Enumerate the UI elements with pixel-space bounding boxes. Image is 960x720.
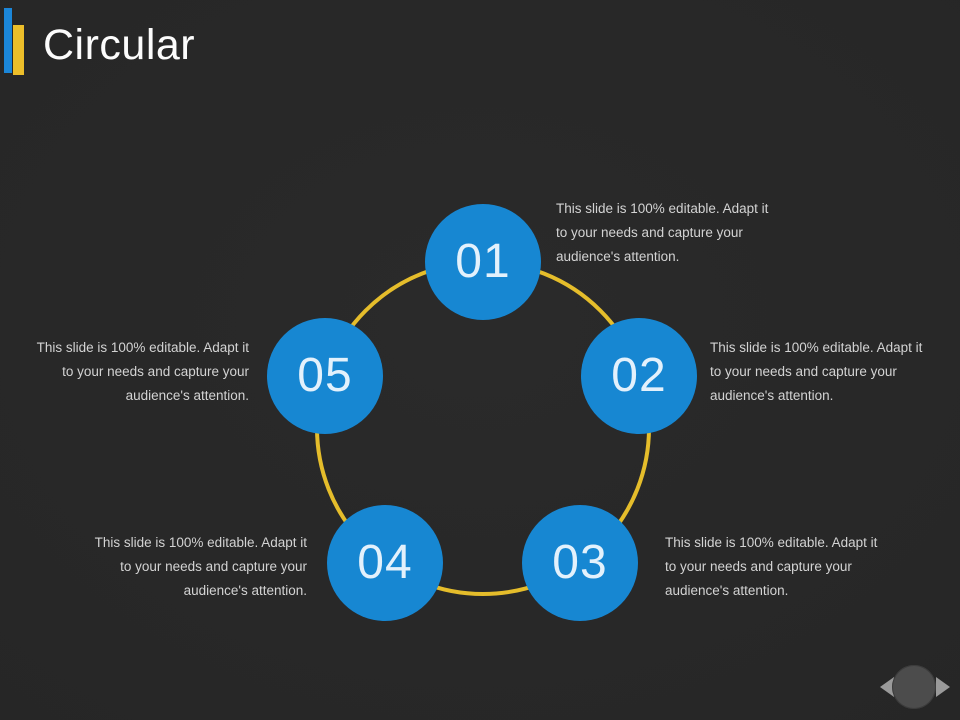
node-02-description: This slide is 100% editable. Adapt it to… [710,336,930,408]
description-line: This slide is 100% editable. Adapt it [94,535,307,550]
description-line: to your needs and capture your [62,364,249,379]
nav-circle-button[interactable] [892,665,936,709]
description-line: audience's attention. [125,388,249,403]
title-accent-bar-blue [4,8,12,73]
node-03-description: This slide is 100% editable. Adapt it to… [665,531,885,603]
description-line: This slide is 100% editable. Adapt it [665,535,878,550]
node-05-description: This slide is 100% editable. Adapt it to… [29,336,249,408]
node-02-number: 02 [611,349,667,402]
description-line: This slide is 100% editable. Adapt it [556,201,769,216]
node-02[interactable]: 02 [581,318,697,434]
node-04[interactable]: 04 [327,505,443,621]
description-line: to your needs and capture your [710,364,897,379]
prev-arrow-icon[interactable] [880,677,894,697]
description-line: audience's attention. [183,583,307,598]
node-04-number: 04 [357,536,413,589]
description-line: This slide is 100% editable. Adapt it [710,340,923,355]
node-01-number: 01 [455,235,511,288]
description-line: This slide is 100% editable. Adapt it [36,340,249,355]
node-03-number: 03 [552,536,608,589]
node-05-number: 05 [297,349,353,402]
description-line: to your needs and capture your [120,559,307,574]
description-line: audience's attention. [710,388,834,403]
description-line: to your needs and capture your [556,225,743,240]
description-line: to your needs and capture your [665,559,852,574]
title-accent-bar-yellow [13,25,24,75]
page-title: Circular [43,21,196,69]
description-line: audience's attention. [556,249,680,264]
node-04-description: This slide is 100% editable. Adapt it to… [87,531,307,603]
node-01-description: This slide is 100% editable. Adapt it to… [556,197,776,269]
node-01[interactable]: 01 [425,204,541,320]
description-line: audience's attention. [665,583,789,598]
slide-navigation [875,660,955,715]
node-05[interactable]: 05 [267,318,383,434]
next-arrow-icon[interactable] [936,677,950,697]
node-03[interactable]: 03 [522,505,638,621]
